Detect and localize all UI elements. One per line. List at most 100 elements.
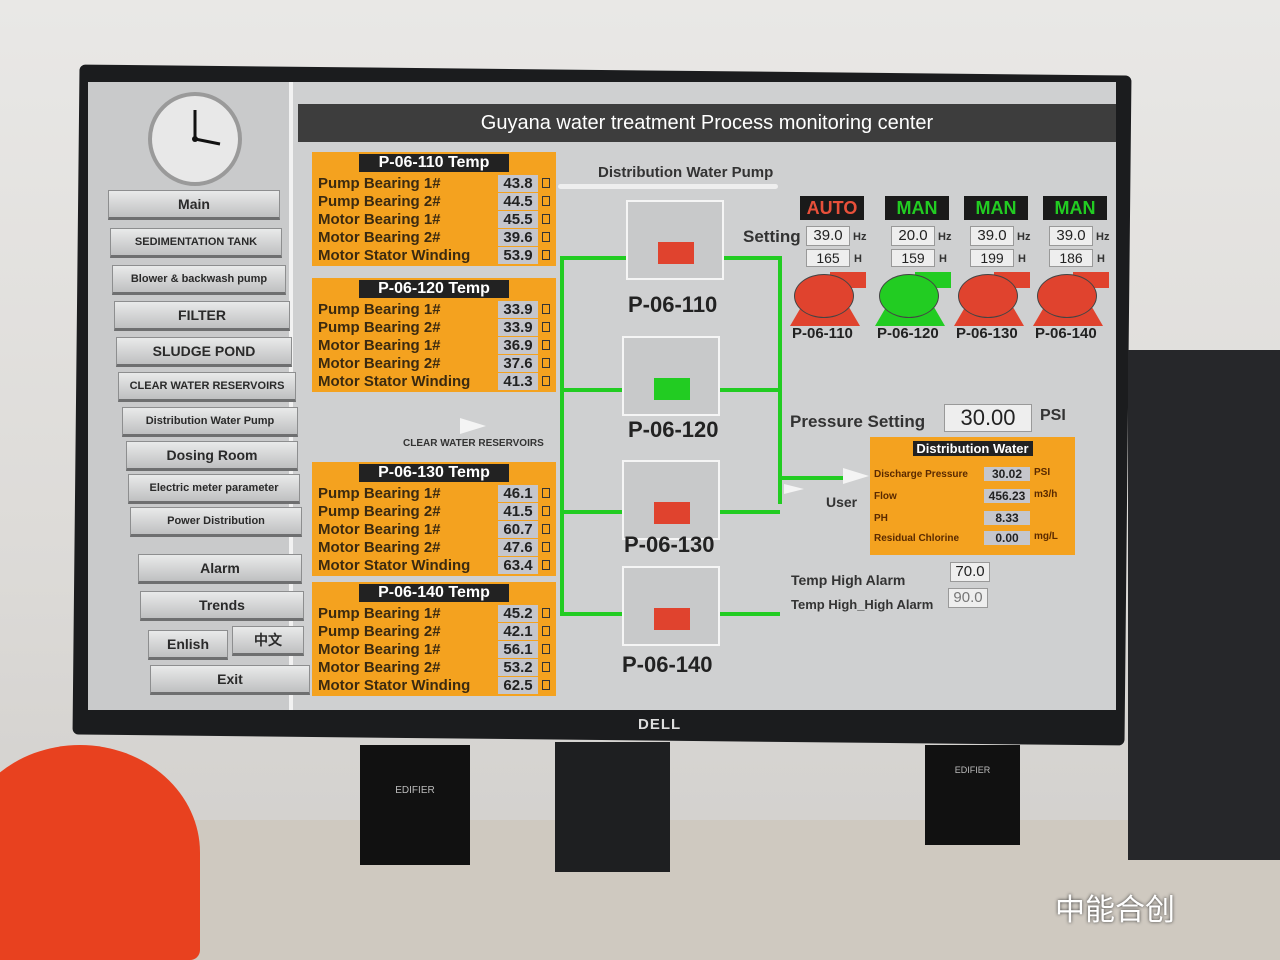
pump-body	[794, 274, 854, 318]
dw-unit: mg/L	[1034, 531, 1058, 542]
source-arrow-icon	[460, 418, 486, 434]
nav-button-main[interactable]: Main	[108, 190, 280, 220]
temp-highhigh-alarm-input[interactable]: 90.0	[948, 588, 988, 608]
unit-box-icon	[542, 214, 550, 224]
unit-box-icon	[542, 488, 550, 498]
temp-row: Motor Bearing 2#47.6	[318, 538, 550, 556]
nav-button-clear-water-reservoirs[interactable]: CLEAR WATER RESERVOIRS	[118, 372, 296, 402]
pump-hz-input[interactable]: 39.0	[806, 226, 850, 246]
pressure-setting-input[interactable]: 30.00	[944, 404, 1032, 432]
temp-label: Pump Bearing 2#	[318, 502, 441, 520]
pump-diagram-label: P-06-130	[624, 532, 715, 557]
unit-box-icon	[542, 542, 550, 552]
temp-row: Pump Bearing 1#46.1	[318, 484, 550, 502]
temp-label: Motor Bearing 1#	[318, 336, 441, 354]
pump-box	[622, 460, 720, 540]
temp-label: Motor Stator Winding	[318, 246, 471, 264]
pump-hz-input[interactable]: 39.0	[970, 226, 1014, 246]
dw-unit: PSI	[1034, 467, 1051, 478]
temp-label: Pump Bearing 2#	[318, 192, 441, 210]
dw-label: Residual Chlorine	[874, 533, 960, 544]
nav-button-sedimentation-tank[interactable]: SEDIMENTATION TANK	[110, 228, 282, 258]
unit-box-icon	[542, 662, 550, 672]
nav-button-exit[interactable]: Exit	[150, 665, 310, 695]
pump-motor-icon[interactable]	[654, 608, 690, 630]
temp-value: 41.3	[498, 372, 538, 390]
unit-box-icon	[542, 524, 550, 534]
dw-label: PH	[874, 513, 888, 524]
temp-row: Pump Bearing 2#42.1	[318, 622, 550, 640]
temp-label: Pump Bearing 1#	[318, 174, 441, 192]
pump-name: P-06-110	[792, 325, 853, 342]
pump-status-icon[interactable]	[1033, 270, 1109, 326]
page-title: Guyana water treatment Process monitorin…	[298, 104, 1116, 142]
unit-box-icon	[542, 196, 550, 206]
temp-panel-title: P-06-130 Temp	[359, 464, 509, 482]
nav-button-distribution-water-pump[interactable]: Distribution Water Pump	[122, 407, 298, 437]
temp-value: 41.5	[498, 502, 538, 520]
temp-label: Pump Bearing 2#	[318, 318, 441, 336]
nav-button-enlish[interactable]: Enlish	[148, 630, 228, 660]
temp-label: Motor Bearing 2#	[318, 354, 441, 372]
unit-box-icon	[542, 358, 550, 368]
unit-box-icon	[542, 340, 550, 350]
pump-motor-icon[interactable]	[658, 242, 694, 264]
temp-panel-title: P-06-110 Temp	[359, 154, 509, 172]
temp-value: 60.7	[498, 520, 538, 538]
pump-status-icon[interactable]	[875, 270, 951, 326]
nav-button-filter[interactable]: FILTER	[114, 301, 290, 331]
pipe-line	[560, 256, 564, 613]
pump-mode-badge[interactable]: MAN	[885, 196, 949, 220]
nav-button-sludge-pond[interactable]: SLUDGE POND	[116, 337, 292, 367]
unit-box-icon	[542, 608, 550, 618]
pump-status-icon[interactable]	[790, 270, 866, 326]
temp-value: 39.6	[498, 228, 538, 246]
temp-row: Motor Bearing 1#36.9	[318, 336, 550, 354]
pump-hz-input[interactable]: 39.0	[1049, 226, 1093, 246]
hz-unit: Hz	[1096, 231, 1110, 243]
setting-label: Setting	[743, 227, 801, 246]
pump-hz-input[interactable]: 20.0	[891, 226, 935, 246]
dw-value: 0.00	[984, 531, 1030, 545]
temp-row: Motor Bearing 1#45.5	[318, 210, 550, 228]
nav-button-power-distribution[interactable]: Power Distribution	[130, 507, 302, 537]
nav-button-electric-meter-parameter[interactable]: Electric meter parameter	[128, 474, 300, 504]
speaker-brand-right: EDIFIER	[954, 765, 991, 775]
temp-high-alarm-label: Temp High Alarm	[791, 572, 906, 588]
speaker-right: EDIFIER	[925, 745, 1020, 845]
watermark: 中能合创	[1055, 894, 1175, 927]
unit-box-icon	[542, 644, 550, 654]
speaker-left: EDIFIER	[360, 745, 470, 865]
hours-unit: H	[1018, 253, 1026, 265]
temp-row: Pump Bearing 2#33.9	[318, 318, 550, 336]
temp-label: Pump Bearing 1#	[318, 300, 441, 318]
pump-hours-value: 199	[970, 249, 1014, 267]
user-arrow-icon	[843, 468, 869, 484]
pump-status-icon[interactable]	[954, 270, 1030, 326]
nav-button-alarm[interactable]: Alarm	[138, 554, 302, 584]
nav-button-dosing-room[interactable]: Dosing Room	[126, 441, 298, 471]
temp-row: Motor Bearing 2#37.6	[318, 354, 550, 372]
pump-mode-badge[interactable]: AUTO	[800, 196, 864, 220]
pump-box	[622, 566, 720, 646]
pump-motor-icon[interactable]	[654, 378, 690, 400]
user-arrow-small-icon	[784, 484, 804, 494]
temp-high-alarm-input[interactable]: 70.0	[950, 562, 990, 582]
pump-hours-value: 186	[1049, 249, 1093, 267]
temp-value: 63.4	[498, 556, 538, 574]
pump-name: P-06-140	[1035, 325, 1097, 342]
temp-value: 45.2	[498, 604, 538, 622]
nav-button-blower-backwash-pump[interactable]: Blower & backwash pump	[112, 265, 286, 295]
pump-name: P-06-120	[877, 325, 939, 342]
nav-button-trends[interactable]: Trends	[140, 591, 304, 621]
pump-motor-icon[interactable]	[654, 502, 690, 524]
pump-mode-badge[interactable]: MAN	[964, 196, 1028, 220]
unit-box-icon	[542, 626, 550, 636]
temp-value: 45.5	[498, 210, 538, 228]
temp-value: 43.8	[498, 174, 538, 192]
nav-button-中文[interactable]: 中文	[232, 626, 304, 656]
pump-mode-badge[interactable]: MAN	[1043, 196, 1107, 220]
pressure-unit: PSI	[1040, 407, 1066, 424]
